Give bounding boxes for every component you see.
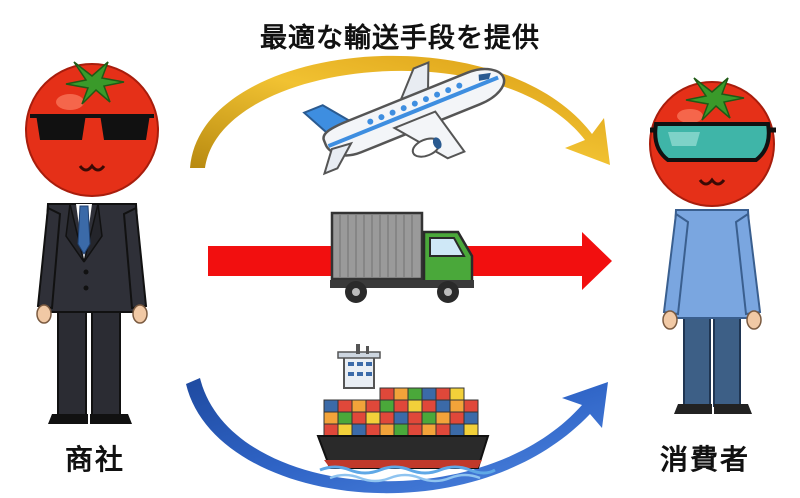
sea-route-arrow <box>186 378 608 494</box>
diagram-title: 最適な輸送手段を提供 <box>260 23 540 54</box>
airplane-icon <box>302 61 506 176</box>
trading-company-label: 商社 <box>64 443 125 476</box>
businessman-tomato-figure <box>25 61 159 424</box>
consumer-tomato-figure <box>649 77 776 414</box>
consumer-label: 消費者 <box>659 443 750 476</box>
truck-icon <box>330 211 474 303</box>
container-ship-icon <box>316 344 496 483</box>
